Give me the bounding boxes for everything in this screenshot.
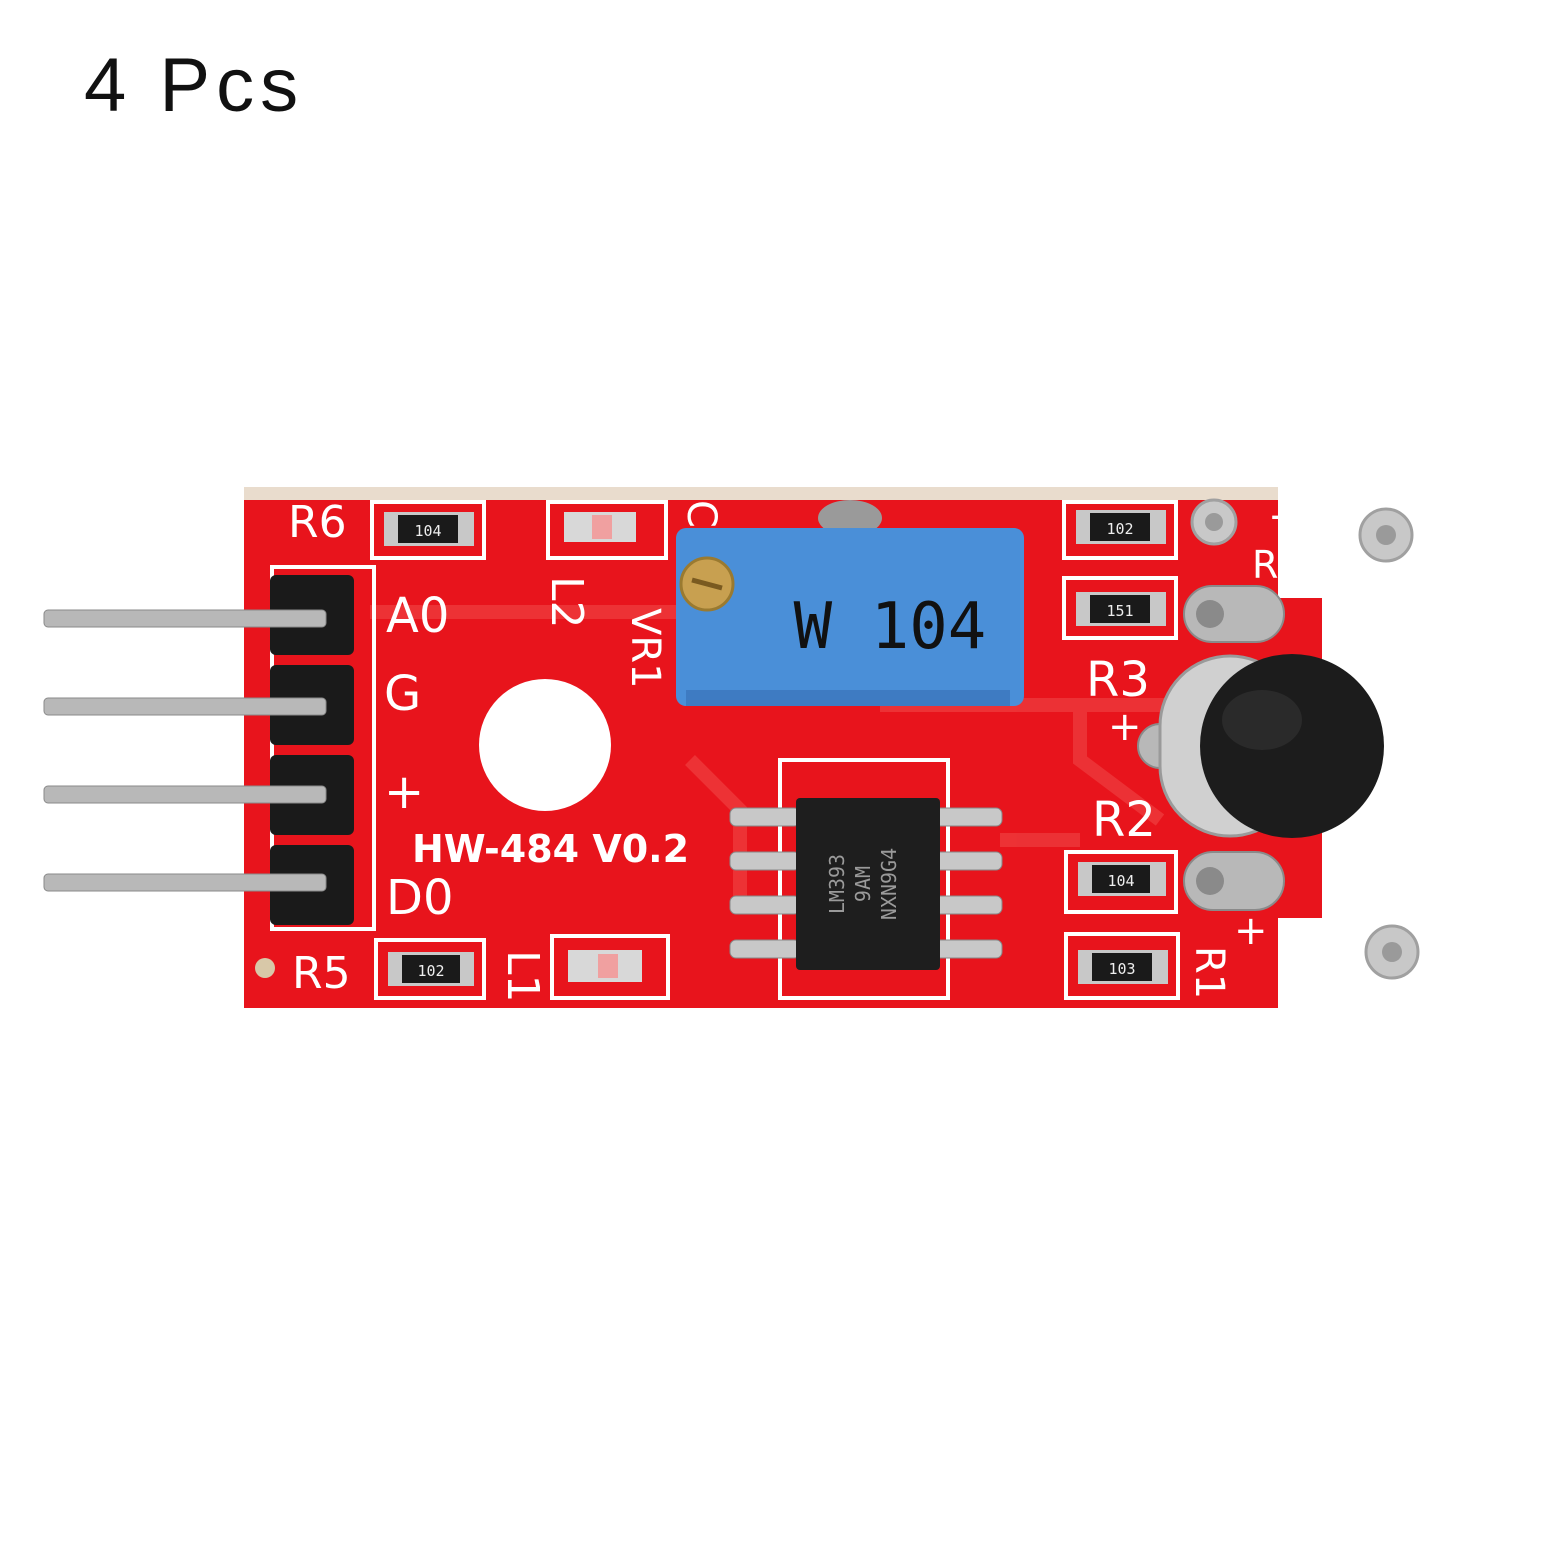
silkscreen: R6 A0 G + D0 R5 HW-484 V0.2 L2 L1 VR1 C … [288, 494, 1348, 1003]
r3-outline [1062, 576, 1178, 640]
svg-text:R2: R2 [1092, 792, 1156, 848]
pin-label-plus: + [384, 764, 424, 820]
svg-text:R3: R3 [1086, 652, 1150, 708]
svg-text:VR1: VR1 [622, 608, 668, 689]
solder-pads [1190, 498, 1420, 980]
svg-text:L2: L2 [541, 576, 592, 629]
svg-text:+: + [1234, 908, 1268, 954]
pot-marking: W 104 [794, 590, 987, 664]
svg-text:9AM: 9AM [851, 866, 875, 902]
r5-outline [374, 938, 486, 1000]
pin-label-a0: A0 [386, 588, 449, 644]
svg-text:R1: R1 [1186, 946, 1232, 999]
r2-outline [1064, 850, 1178, 914]
svg-text:L1: L1 [497, 950, 548, 1003]
l2-outline [546, 500, 668, 560]
r6-code: 104 [414, 522, 441, 540]
svg-text:C: C [678, 500, 724, 528]
pin-label-d0: D0 [386, 870, 454, 926]
ic-chip [796, 798, 940, 970]
pcb-board [244, 500, 1322, 1008]
mounting-hole [479, 679, 611, 811]
quantity-label: 4 Pcs [84, 43, 305, 128]
svg-text:+: + [1268, 494, 1302, 540]
svg-text:NXN9G4: NXN9G4 [877, 848, 901, 920]
pin-label-g: G [384, 666, 421, 722]
r5-code: 102 [417, 962, 444, 980]
svg-text:G: G [1297, 944, 1348, 978]
header-pins [43, 609, 327, 892]
r1-outline [1064, 932, 1180, 1000]
board-via [255, 958, 275, 978]
board-model: HW-484 V0.2 [412, 827, 689, 871]
svg-text:S: S [1291, 520, 1345, 549]
header-outline [270, 565, 376, 931]
r4-outline [1062, 500, 1178, 560]
r6-outline [370, 500, 486, 560]
r1-code: 103 [1108, 960, 1135, 978]
svg-text:LM393: LM393 [825, 854, 849, 914]
ic-outline [778, 758, 950, 1000]
svg-text:R6: R6 [288, 497, 347, 548]
svg-text:+: + [1108, 704, 1142, 750]
l1-outline [550, 934, 670, 1000]
svg-text:R4: R4 [1252, 543, 1303, 587]
ic-markings: LM393 9AM NXN9G4 [825, 848, 901, 920]
svg-text:R5: R5 [292, 948, 351, 999]
r3-code: 151 [1106, 602, 1133, 620]
r4-code: 102 [1106, 520, 1133, 538]
electret-microphone [1158, 654, 1384, 838]
r2-code: 104 [1107, 872, 1134, 890]
potentiometer: W 104 [676, 500, 1024, 706]
